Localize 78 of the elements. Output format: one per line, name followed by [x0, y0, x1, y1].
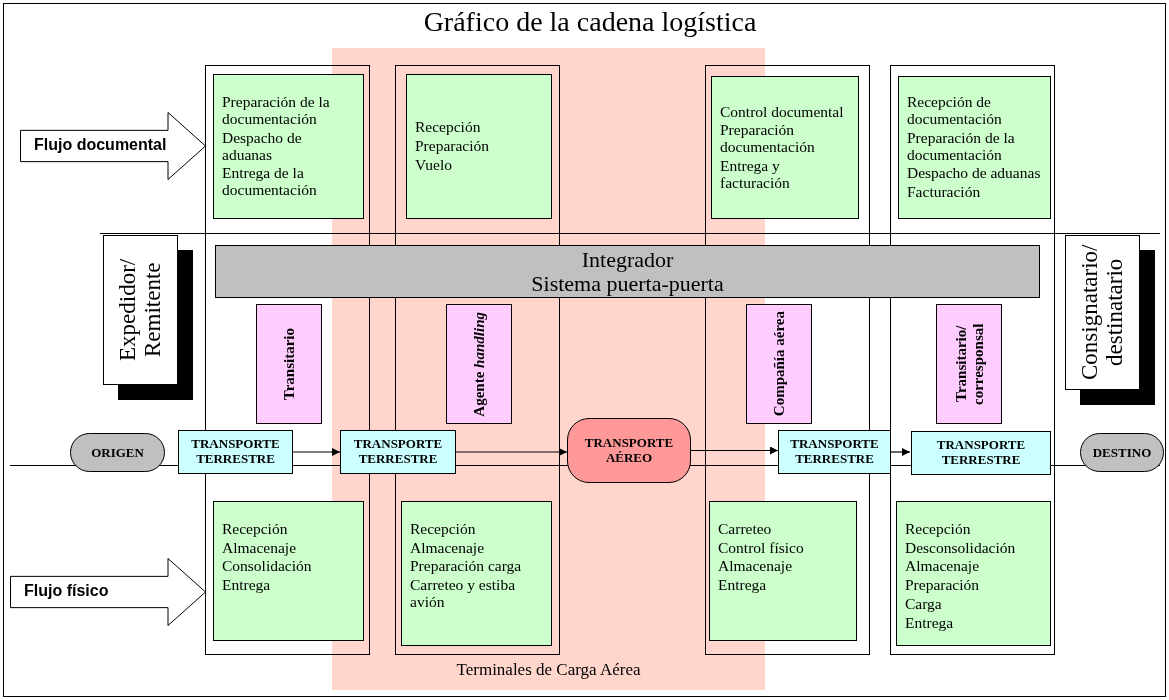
endpoint-label: DESTINO [1092, 444, 1152, 461]
task-text: Preparación documentación [720, 122, 816, 156]
task-text: Preparación [415, 138, 491, 155]
task-text: Preparación [905, 577, 981, 594]
task-text: Entrega [718, 577, 768, 594]
flow-label: Flujo físico [24, 582, 109, 600]
role-box [446, 304, 512, 424]
task-text: Almacenaje [410, 539, 485, 557]
band-label: Terminales de Carga Aérea [455, 660, 642, 680]
transport-label: TRANSPORTE TERRESTRE [190, 437, 281, 467]
endpoint-label: ORIGEN [91, 444, 144, 461]
task-text: Despacho de aduanas [907, 165, 1042, 182]
integrator-bar [215, 245, 1040, 298]
arrow [890, 448, 911, 456]
diagram-title: Gráfico de la cadena logística [422, 6, 758, 39]
task-box [213, 74, 364, 219]
task-text: Vuelo [415, 156, 453, 174]
role-box [256, 304, 322, 424]
task-text: Facturación [907, 183, 982, 201]
task-box [401, 501, 552, 646]
transport-label: TRANSPORTE TERRESTRE [935, 438, 1027, 468]
role-label: Transitario [280, 327, 298, 401]
task-text: Preparación de la documentación [222, 94, 331, 128]
task-text: Recepción de documentación [907, 94, 1003, 128]
task-box [709, 501, 857, 641]
task-box [406, 74, 552, 219]
task-text: Control documental [720, 103, 845, 121]
block-arrow [10, 558, 206, 626]
party-label: Consignatario/ destinatario [1077, 243, 1128, 383]
integrator-label: Integrador [581, 248, 674, 272]
flow-label: Flujo documental [34, 136, 167, 154]
role-box [746, 304, 812, 424]
task-box [898, 76, 1051, 219]
endpoint-pill [1080, 433, 1164, 472]
task-text: Almacenaje [718, 558, 793, 576]
task-text: Preparación de la documentación [907, 129, 1016, 164]
task-text: Almacenaje [222, 539, 297, 557]
task-text: Recepción [222, 521, 289, 538]
arrow [690, 446, 779, 455]
arrow [455, 448, 568, 456]
transport-box [567, 418, 691, 483]
party-box [103, 235, 178, 385]
task-text: Despacho de aduanas [222, 129, 303, 164]
transport-box [778, 430, 891, 474]
role-label: Compañía aérea [770, 311, 788, 417]
transport-label: TRANSPORTE TERRESTRE [352, 437, 444, 467]
task-text: Carga [905, 595, 943, 613]
integrator-label: Sistema puerta-puerta [531, 271, 724, 295]
role-label: Transitario/ corresponsal [952, 322, 986, 407]
task-text: Recepción [905, 521, 972, 538]
task-text: Recepción [410, 521, 477, 538]
task-text: Entrega [222, 577, 272, 594]
task-text: Almacenaje [905, 558, 980, 576]
task-text: Carreteo y estiba avión [410, 577, 516, 611]
transport-box [340, 430, 456, 474]
block-arrow [20, 112, 206, 180]
task-text: Recepción [415, 119, 482, 137]
party-label: Expedidor/ Remitente [115, 257, 166, 364]
task-box [896, 501, 1051, 646]
task-text: Control físico [718, 539, 805, 557]
task-text: Consolidación [222, 558, 313, 576]
task-text: Entrega de la documentación [222, 165, 318, 199]
transport-box [911, 431, 1051, 475]
task-box [711, 76, 859, 219]
endpoint-pill [70, 433, 165, 472]
transport-label: TRANSPORTE AÉREO [583, 435, 675, 466]
task-text: Preparación carga [410, 558, 523, 576]
task-text: Entrega y facturación [720, 157, 791, 192]
task-text: Desconsolidación [905, 539, 1017, 557]
transport-label: TRANSPORTE TERRESTRE [789, 437, 880, 467]
transport-box [178, 430, 293, 474]
arrow [292, 448, 341, 456]
task-text: Entrega [905, 614, 955, 632]
task-box [213, 501, 364, 641]
role-box [936, 304, 1002, 424]
role-label: Agente handling [470, 311, 488, 417]
task-text: Carreteo [718, 521, 773, 538]
party-box [1065, 235, 1140, 390]
